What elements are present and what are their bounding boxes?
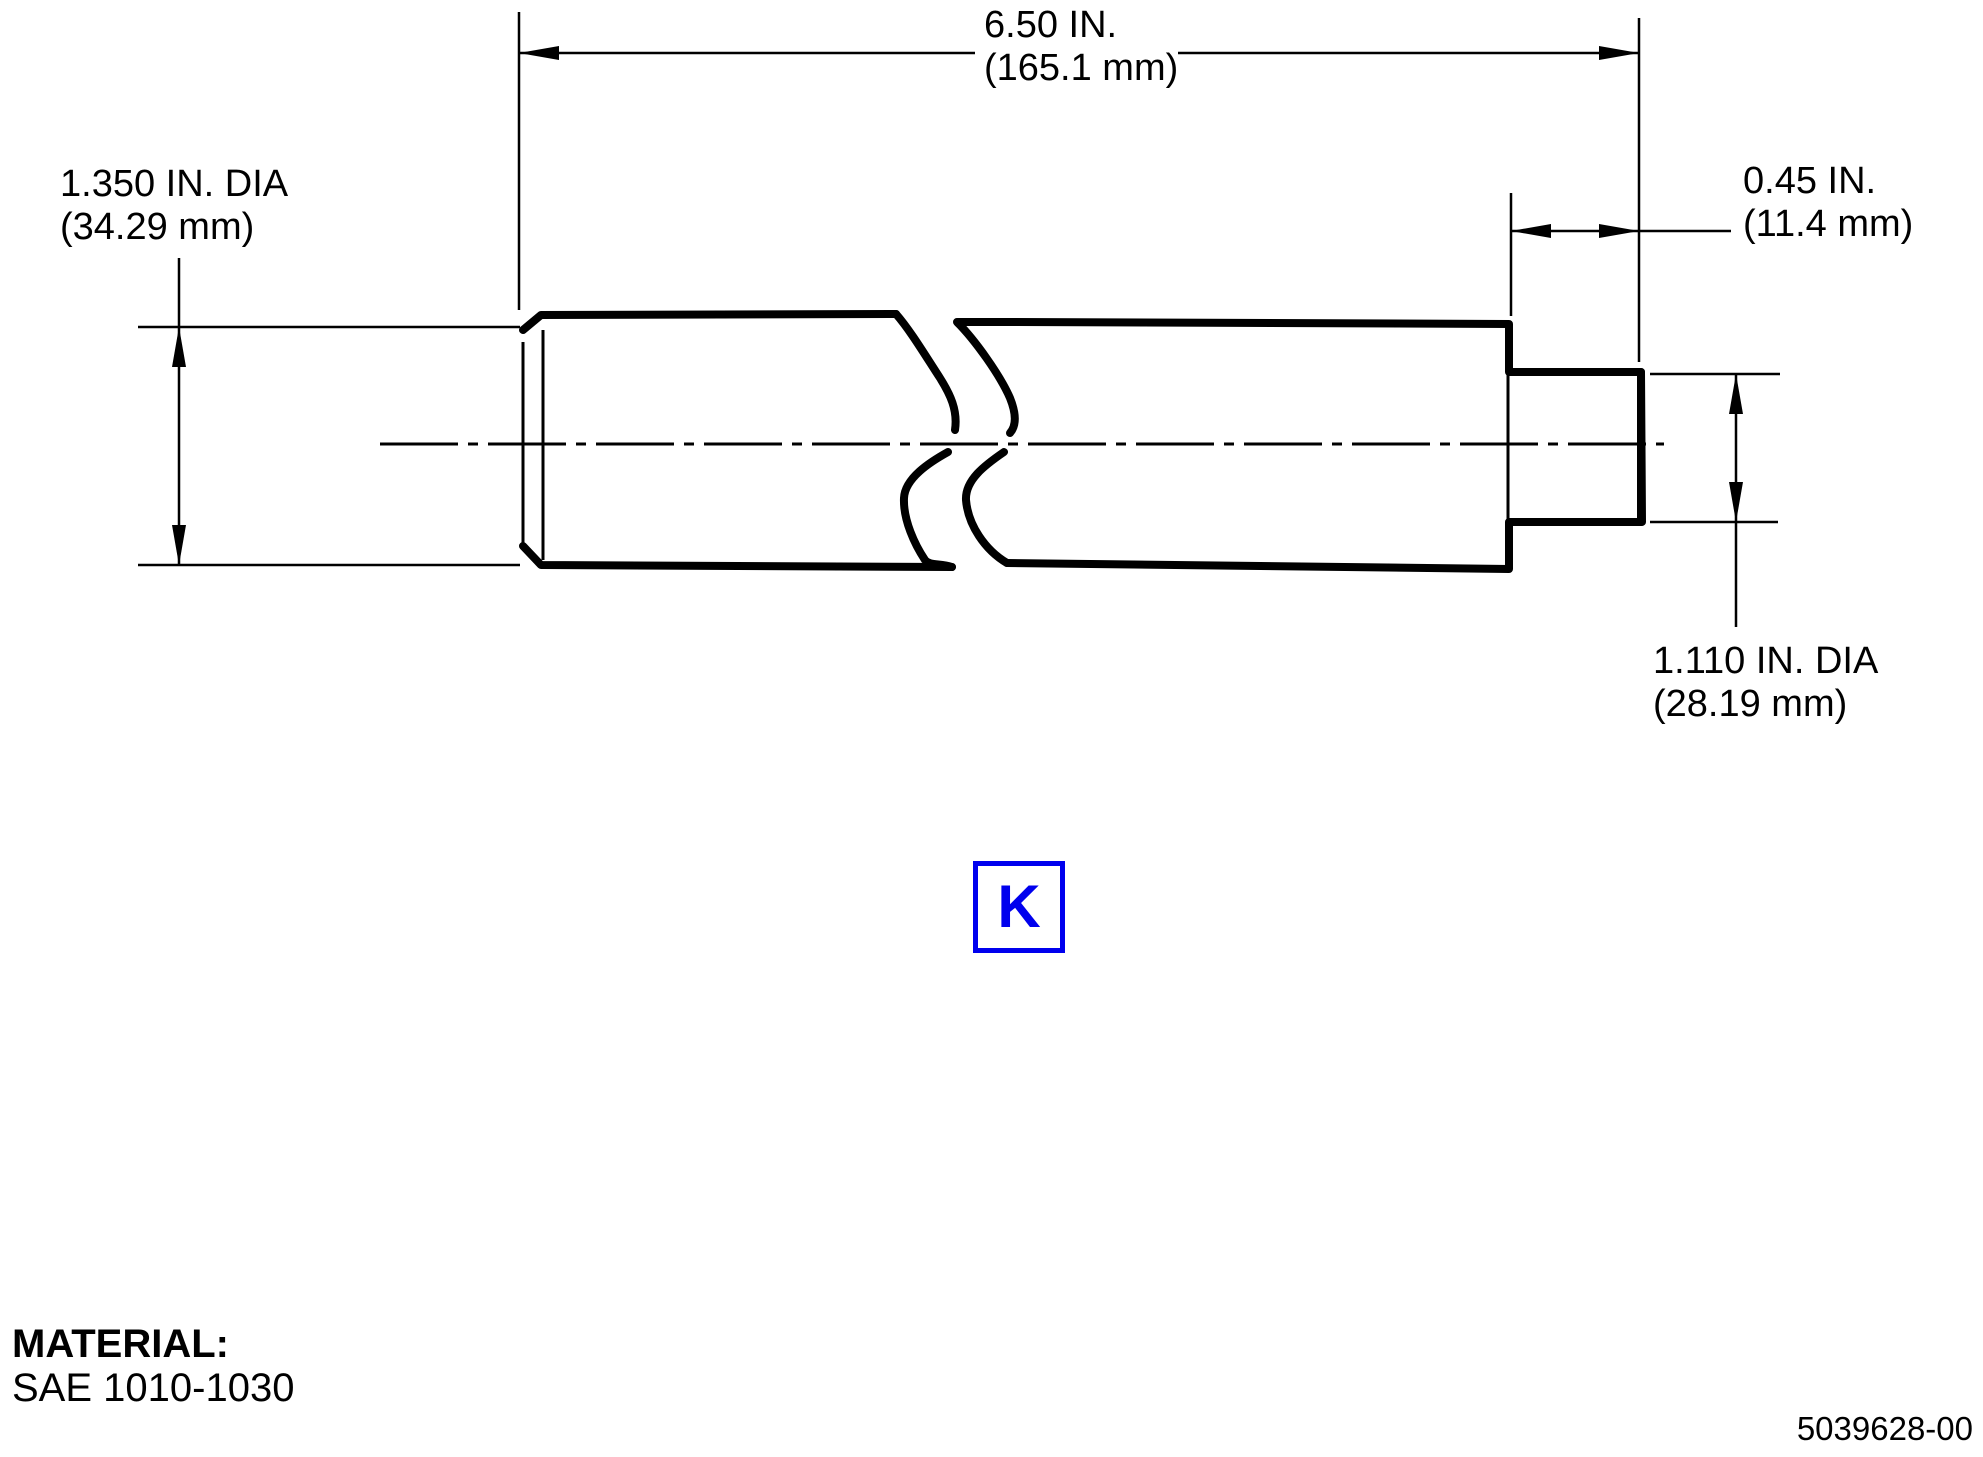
- large-diameter-dimension: [138, 258, 520, 567]
- part-number: 5039628-00: [1796, 1410, 1973, 1447]
- small-diameter-metric: (28.19 mm): [1653, 683, 1847, 725]
- left-break-lower: [899, 448, 956, 571]
- overall-length-metric: (165.1 mm): [984, 47, 1178, 89]
- large-diameter-imperial: 1.350 IN. DIA: [60, 163, 289, 205]
- right-section-top-edge: [954, 318, 1646, 573]
- step-length-dimension: [1509, 193, 1731, 316]
- material-label: MATERIAL:: [12, 1322, 229, 1366]
- overall-length-dimension: [517, 12, 1641, 362]
- material-value: SAE 1010-1030: [12, 1366, 295, 1410]
- overall-length-imperial: 6.50 IN.: [984, 4, 1117, 46]
- step-length-imperial: 0.45 IN.: [1743, 160, 1876, 202]
- right-break-lower: [962, 448, 1011, 567]
- left-section-top-edge: [519, 310, 900, 334]
- shaft-outline: [519, 310, 1646, 573]
- left-break-upper: [892, 310, 960, 434]
- left-section-bottom-edge: [519, 542, 956, 571]
- k-badge: K: [973, 861, 1065, 953]
- material-block: MATERIAL: SAE 1010-1030: [12, 1322, 294, 1410]
- step-length-metric: (11.4 mm): [1743, 203, 1913, 245]
- right-break-upper: [953, 318, 1019, 437]
- large-diameter-metric: (34.29 mm): [60, 206, 254, 248]
- small-diameter-imperial: 1.110 IN. DIA: [1653, 640, 1879, 682]
- small-diameter-dimension: [1650, 372, 1780, 627]
